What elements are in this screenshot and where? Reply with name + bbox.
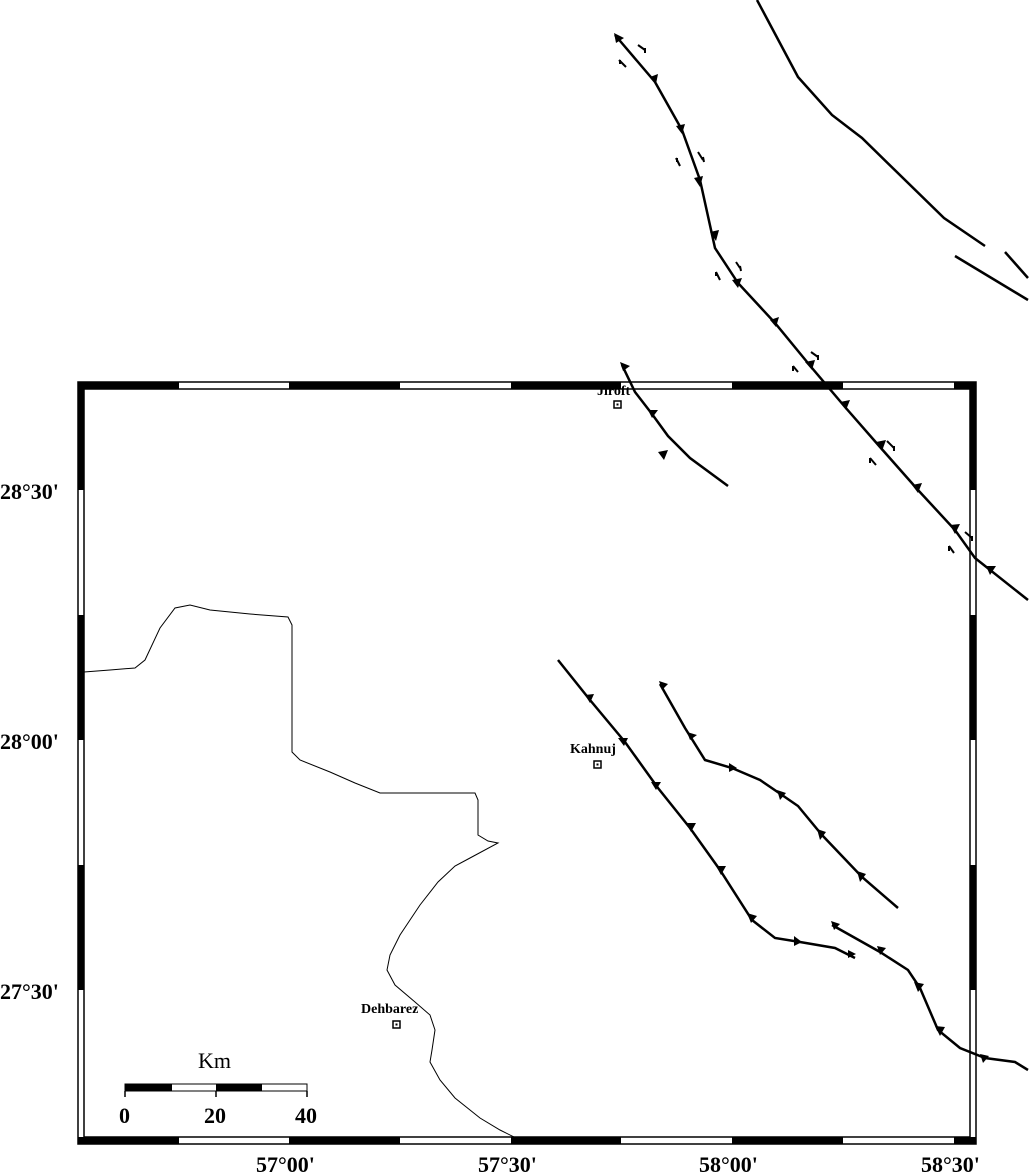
fault-main-thrust <box>614 34 1029 601</box>
lon-label-58-00: 58°00' <box>699 1152 758 1176</box>
town-kahnuj: Kahnuj <box>570 742 616 769</box>
lon-label-57-30: 57°30' <box>478 1152 537 1176</box>
town-label: Kahnuj <box>570 742 616 757</box>
town-jiroft: Jiroft <box>597 384 631 409</box>
province-boundary-line <box>83 604 521 1141</box>
town-dehbarez: Dehbarez <box>361 1002 418 1029</box>
map-frame <box>77 381 977 1145</box>
scale-bar: Km 0 20 40 <box>119 1048 317 1128</box>
fault-northeast <box>755 0 986 248</box>
lon-label-58-30: 58°30' <box>921 1152 980 1176</box>
lat-label-28-30: 28°30' <box>0 479 59 504</box>
lat-label-27-30: 27°30' <box>0 979 59 1004</box>
scale-tick-40: 40 <box>295 1103 317 1128</box>
fault-east <box>658 683 899 909</box>
lat-label-28-00: 28°00' <box>0 729 59 754</box>
town-label: Jiroft <box>597 384 631 399</box>
scale-tick-20: 20 <box>204 1103 226 1128</box>
thrust-teeth <box>585 33 996 1063</box>
strike-slip-markers <box>618 44 973 554</box>
scale-tick-0: 0 <box>119 1103 130 1128</box>
scale-unit-label: Km <box>198 1048 231 1073</box>
fault-northeast-segment-2 <box>954 254 1029 302</box>
fault-northeast-segment-3 <box>1004 251 1029 279</box>
lon-label-57-00: 57°00' <box>256 1152 315 1176</box>
fault-jiroft <box>620 364 729 488</box>
town-label: Dehbarez <box>361 1002 418 1017</box>
